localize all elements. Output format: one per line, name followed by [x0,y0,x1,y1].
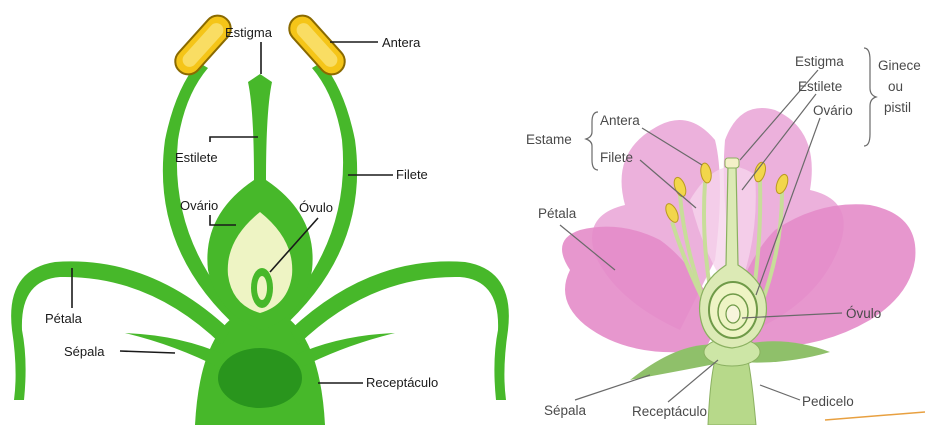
left-flower-diagram: Estigma Antera Estilete Filete Ovário Óv… [0,0,520,425]
brace-gineceu [864,48,876,146]
label-filete-r: Filete [600,150,633,165]
label-ovario: Ovário [180,198,218,213]
left-sepal-shape [125,333,225,368]
leader-sepala-r [575,375,650,400]
leader-pedicelo-r [760,385,800,400]
label-ou-r: ou [888,79,903,94]
right-sepal-shape [295,333,395,368]
label-pistilo-r: pistil [884,100,911,115]
label-ovario-r: Ovário [813,103,853,118]
label-estilete: Estilete [175,150,218,165]
label-ovulo: Óvulo [299,200,333,215]
ovule-shape-r [726,305,740,323]
label-gineceu-r: Ginece [878,58,921,73]
label-petala-r: Pétala [538,206,577,221]
label-estigma-r: Estigma [795,54,844,69]
label-estigma: Estigma [225,25,273,40]
label-antera: Antera [382,35,421,50]
label-sepala-r: Sépala [544,403,587,418]
pedicel-shape [708,360,756,425]
receptacle-dark-center [218,348,302,408]
left-petal-shape [11,261,230,400]
label-receptaculo-r: Receptáculo [632,404,707,419]
label-sepala: Sépala [64,344,105,359]
leader-estilete [210,137,258,142]
label-petala: Pétala [45,311,83,326]
label-receptaculo: Receptáculo [366,375,438,390]
label-ovulo-r: Óvulo [846,306,881,321]
label-filete: Filete [396,167,428,182]
left-flower-svg: Estigma Antera Estilete Filete Ovário Óv… [0,0,520,425]
brace-estame [586,112,598,170]
bottom-rule [825,412,925,420]
leader-sepala [120,351,175,353]
label-estilete-r: Estilete [798,79,842,94]
right-flower-diagram: Estigma Estilete Ovário Ginece ou pistil… [520,0,925,425]
right-flower-svg: Estigma Estilete Ovário Ginece ou pistil… [520,0,925,425]
ovule-inner [257,276,267,300]
label-estame-r: Estame [526,132,572,147]
label-antera-r: Antera [600,113,640,128]
stigma-r [725,158,739,168]
label-pedicelo-r: Pedicelo [802,394,854,409]
